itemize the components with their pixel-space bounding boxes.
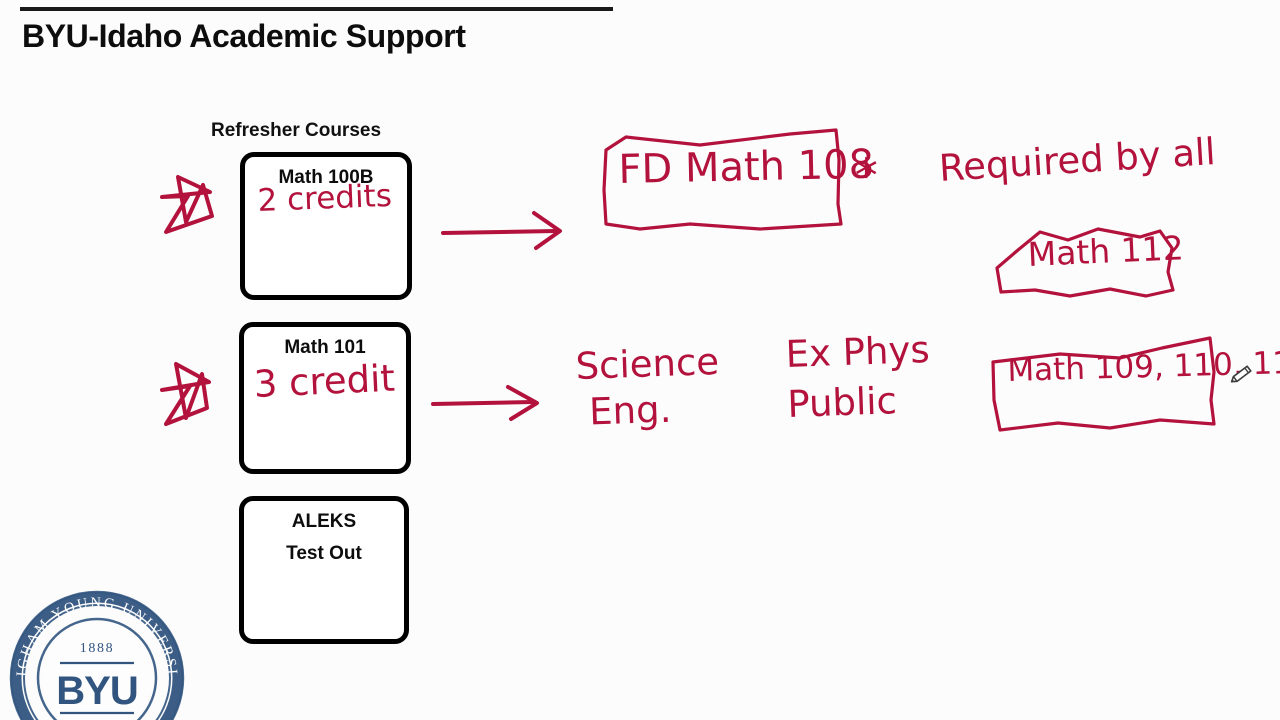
pencil-cursor <box>1230 365 1252 383</box>
course-box-aleks-test-out[interactable]: ALEKS Test Out <box>239 496 409 644</box>
seal-year: 1888 <box>80 641 114 656</box>
course-box-subtitle: Test Out <box>286 543 362 564</box>
course-box-title: Math 100B <box>278 167 374 188</box>
course-box-title: ALEKS <box>291 511 357 532</box>
ink-annotation-ex-phys-public: Ex Phys Public <box>784 327 932 426</box>
course-box-title: Math 101 <box>284 337 366 358</box>
ink-annotation-credits-math-101: 3 credit <box>252 356 396 406</box>
byu-idaho-seal-logo: BRIGHAM YOUNG UNIVERSITY REXBURG 1888 BY… <box>0 573 185 720</box>
ink-star-mark-2 <box>160 362 211 426</box>
ink-arrow-1 <box>441 211 562 250</box>
ink-exphys-line-1: Ex Phys <box>784 327 931 376</box>
ink-arrow-2 <box>431 385 539 421</box>
course-box-math-100b[interactable]: Math 100B <box>240 152 412 300</box>
course-box-math-101[interactable]: Math 101 <box>239 322 411 474</box>
ink-annotation-science-eng: Science Eng. <box>574 339 721 434</box>
header-rule <box>20 7 613 11</box>
ink-annotation-required-by-all: Required by all <box>937 130 1217 190</box>
ink-exphys-line-2: Public <box>786 378 898 426</box>
ink-annotation-math-112: Math 112 <box>1026 228 1185 274</box>
ink-asterisk-mark: * <box>854 148 879 203</box>
ink-annotation-fd-math-108: FD Math 108 <box>617 141 875 193</box>
section-heading-refresher-courses: Refresher Courses <box>211 120 382 141</box>
ink-star-mark-1 <box>160 175 214 234</box>
page-title: BYU-Idaho Academic Support <box>22 18 466 54</box>
ink-science-line-1: Science <box>574 339 720 388</box>
ink-science-line-2: Eng. <box>588 387 673 434</box>
ink-annotation-credits-math-100b: 2 credits <box>256 177 393 219</box>
seal-acronym: BYU <box>56 669 137 713</box>
